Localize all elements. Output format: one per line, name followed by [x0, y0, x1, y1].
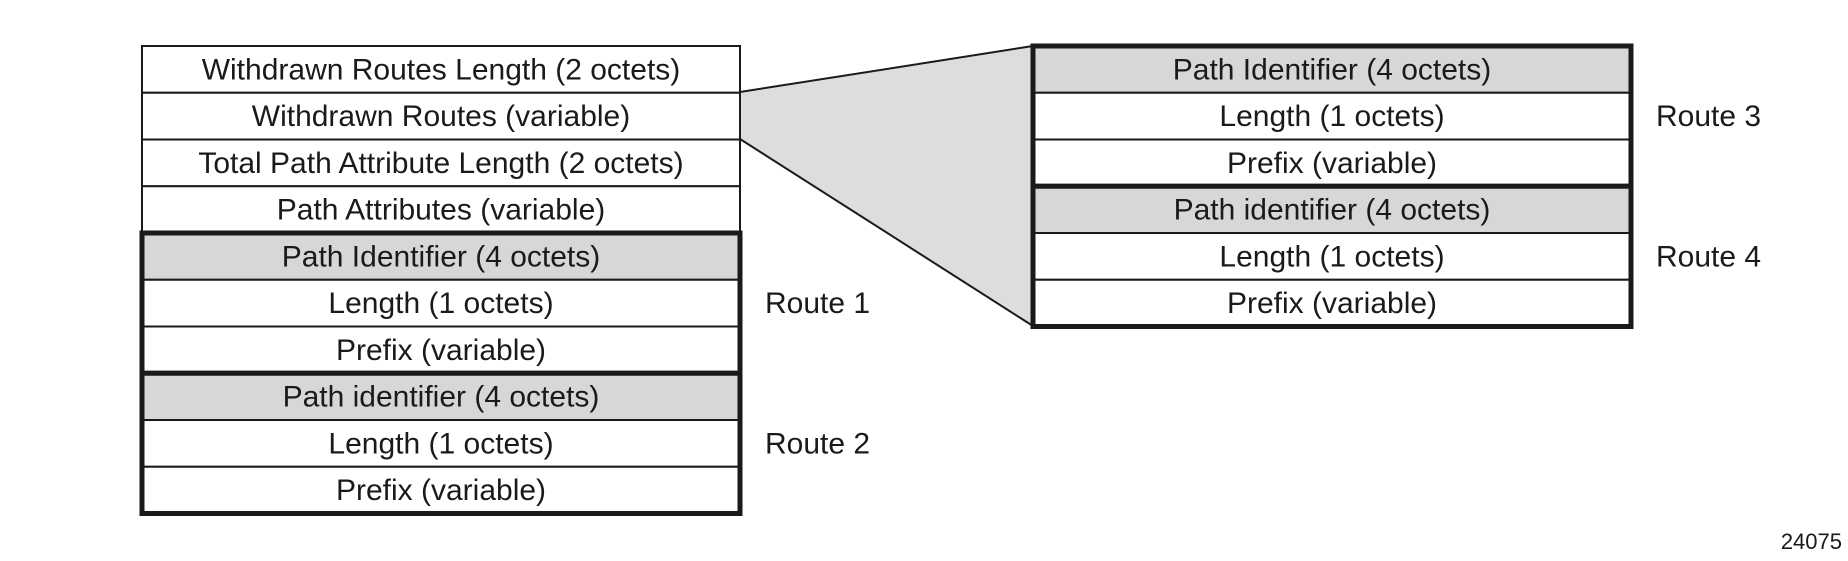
expansion-wedge — [740, 46, 1033, 326]
left-route-2-field-3-label: Prefix (variable) — [336, 474, 546, 507]
header-field-2-label: Withdrawn Routes (variable) — [252, 100, 630, 133]
right-route-1-field-2-label: Length (1 octets) — [1219, 100, 1444, 133]
left-route-1-field-1: Path Identifier (4 octets) — [141, 232, 741, 281]
left-route-2-field-1-label: Path identifier (4 octets) — [283, 381, 600, 414]
left-route-2-field-2: Length (1 octets) — [141, 419, 741, 468]
route-label-3: Route 3 — [1656, 100, 1761, 133]
header-field-3: Total Path Attribute Length (2 octets) — [141, 138, 741, 188]
left-route-2-outline — [139, 370, 743, 516]
left-route-1-field-3: Prefix (variable) — [141, 325, 741, 375]
header-field-2: Withdrawn Routes (variable) — [141, 91, 741, 141]
right-route-1-field-1-label: Path Identifier (4 octets) — [1173, 53, 1492, 86]
expansion-line-bottom — [739, 138, 1034, 327]
right-route-2-field-1-label: Path identifier (4 octets) — [1174, 194, 1491, 227]
left-route-2-field-3: Prefix (variable) — [141, 465, 741, 515]
right-route-2-outline — [1030, 183, 1634, 329]
header-field-2-box — [141, 91, 741, 141]
right-route-2-field-3-label: Prefix (variable) — [1227, 287, 1437, 320]
left-route-2-field-1: Path identifier (4 octets) — [141, 372, 741, 421]
header-field-4-label: Path Attributes (variable) — [277, 194, 606, 227]
right-route-1-field-3: Prefix (variable) — [1032, 138, 1632, 188]
header-field-3-label: Total Path Attribute Length (2 octets) — [198, 147, 683, 180]
right-route-2-field-1: Path identifier (4 octets) — [1032, 185, 1632, 234]
expansion-line-top — [739, 45, 1034, 93]
right-route-2-field-2: Length (1 octets) — [1032, 232, 1632, 281]
right-route-1-field-3-label: Prefix (variable) — [1227, 147, 1437, 180]
left-route-1-field-2-label: Length (1 octets) — [328, 287, 553, 320]
header-field-1-box — [141, 45, 741, 94]
route-labels: Route 1 Route 2 Route 3 Route 4 — [765, 100, 1761, 460]
figure-id: 24075 — [1781, 529, 1842, 554]
right-route-1-field-2: Length (1 octets) — [1032, 91, 1632, 141]
route-label-4: Route 4 — [1656, 240, 1761, 273]
header-field-3-box — [141, 138, 741, 188]
left-route-1-field-1-label: Path Identifier (4 octets) — [282, 240, 601, 273]
left-route-1-field-2-box — [141, 278, 741, 328]
right-route-2-field-1-box — [1032, 185, 1632, 234]
update-message-stack: Withdrawn Routes Length (2 octets) Withdr… — [139, 45, 743, 516]
header-field-1-label: Withdrawn Routes Length (2 octets) — [202, 53, 681, 86]
header-field-1: Withdrawn Routes Length (2 octets) — [141, 45, 741, 94]
left-route-1-field-2: Length (1 octets) — [141, 278, 741, 328]
right-route-1-field-1: Path Identifier (4 octets) — [1032, 45, 1632, 94]
right-route-2-field-3: Prefix (variable) — [1032, 278, 1632, 328]
right-route-1-field-2-box — [1032, 91, 1632, 141]
route-label-1: Route 1 — [765, 287, 870, 320]
left-route-2-field-2-label: Length (1 octets) — [328, 427, 553, 460]
left-route-1-field-3-label: Prefix (variable) — [336, 334, 546, 367]
left-route-1-field-3-box — [141, 325, 741, 375]
right-route-2-field-2-label: Length (1 octets) — [1219, 240, 1444, 273]
header-field-4: Path Attributes (variable) — [141, 185, 741, 234]
header-field-4-box — [141, 185, 741, 234]
route-label-2: Route 2 — [765, 427, 870, 460]
withdrawn-routes-detail-stack: Path Identifier (4 octets) Length (1 octe… — [1030, 43, 1634, 329]
